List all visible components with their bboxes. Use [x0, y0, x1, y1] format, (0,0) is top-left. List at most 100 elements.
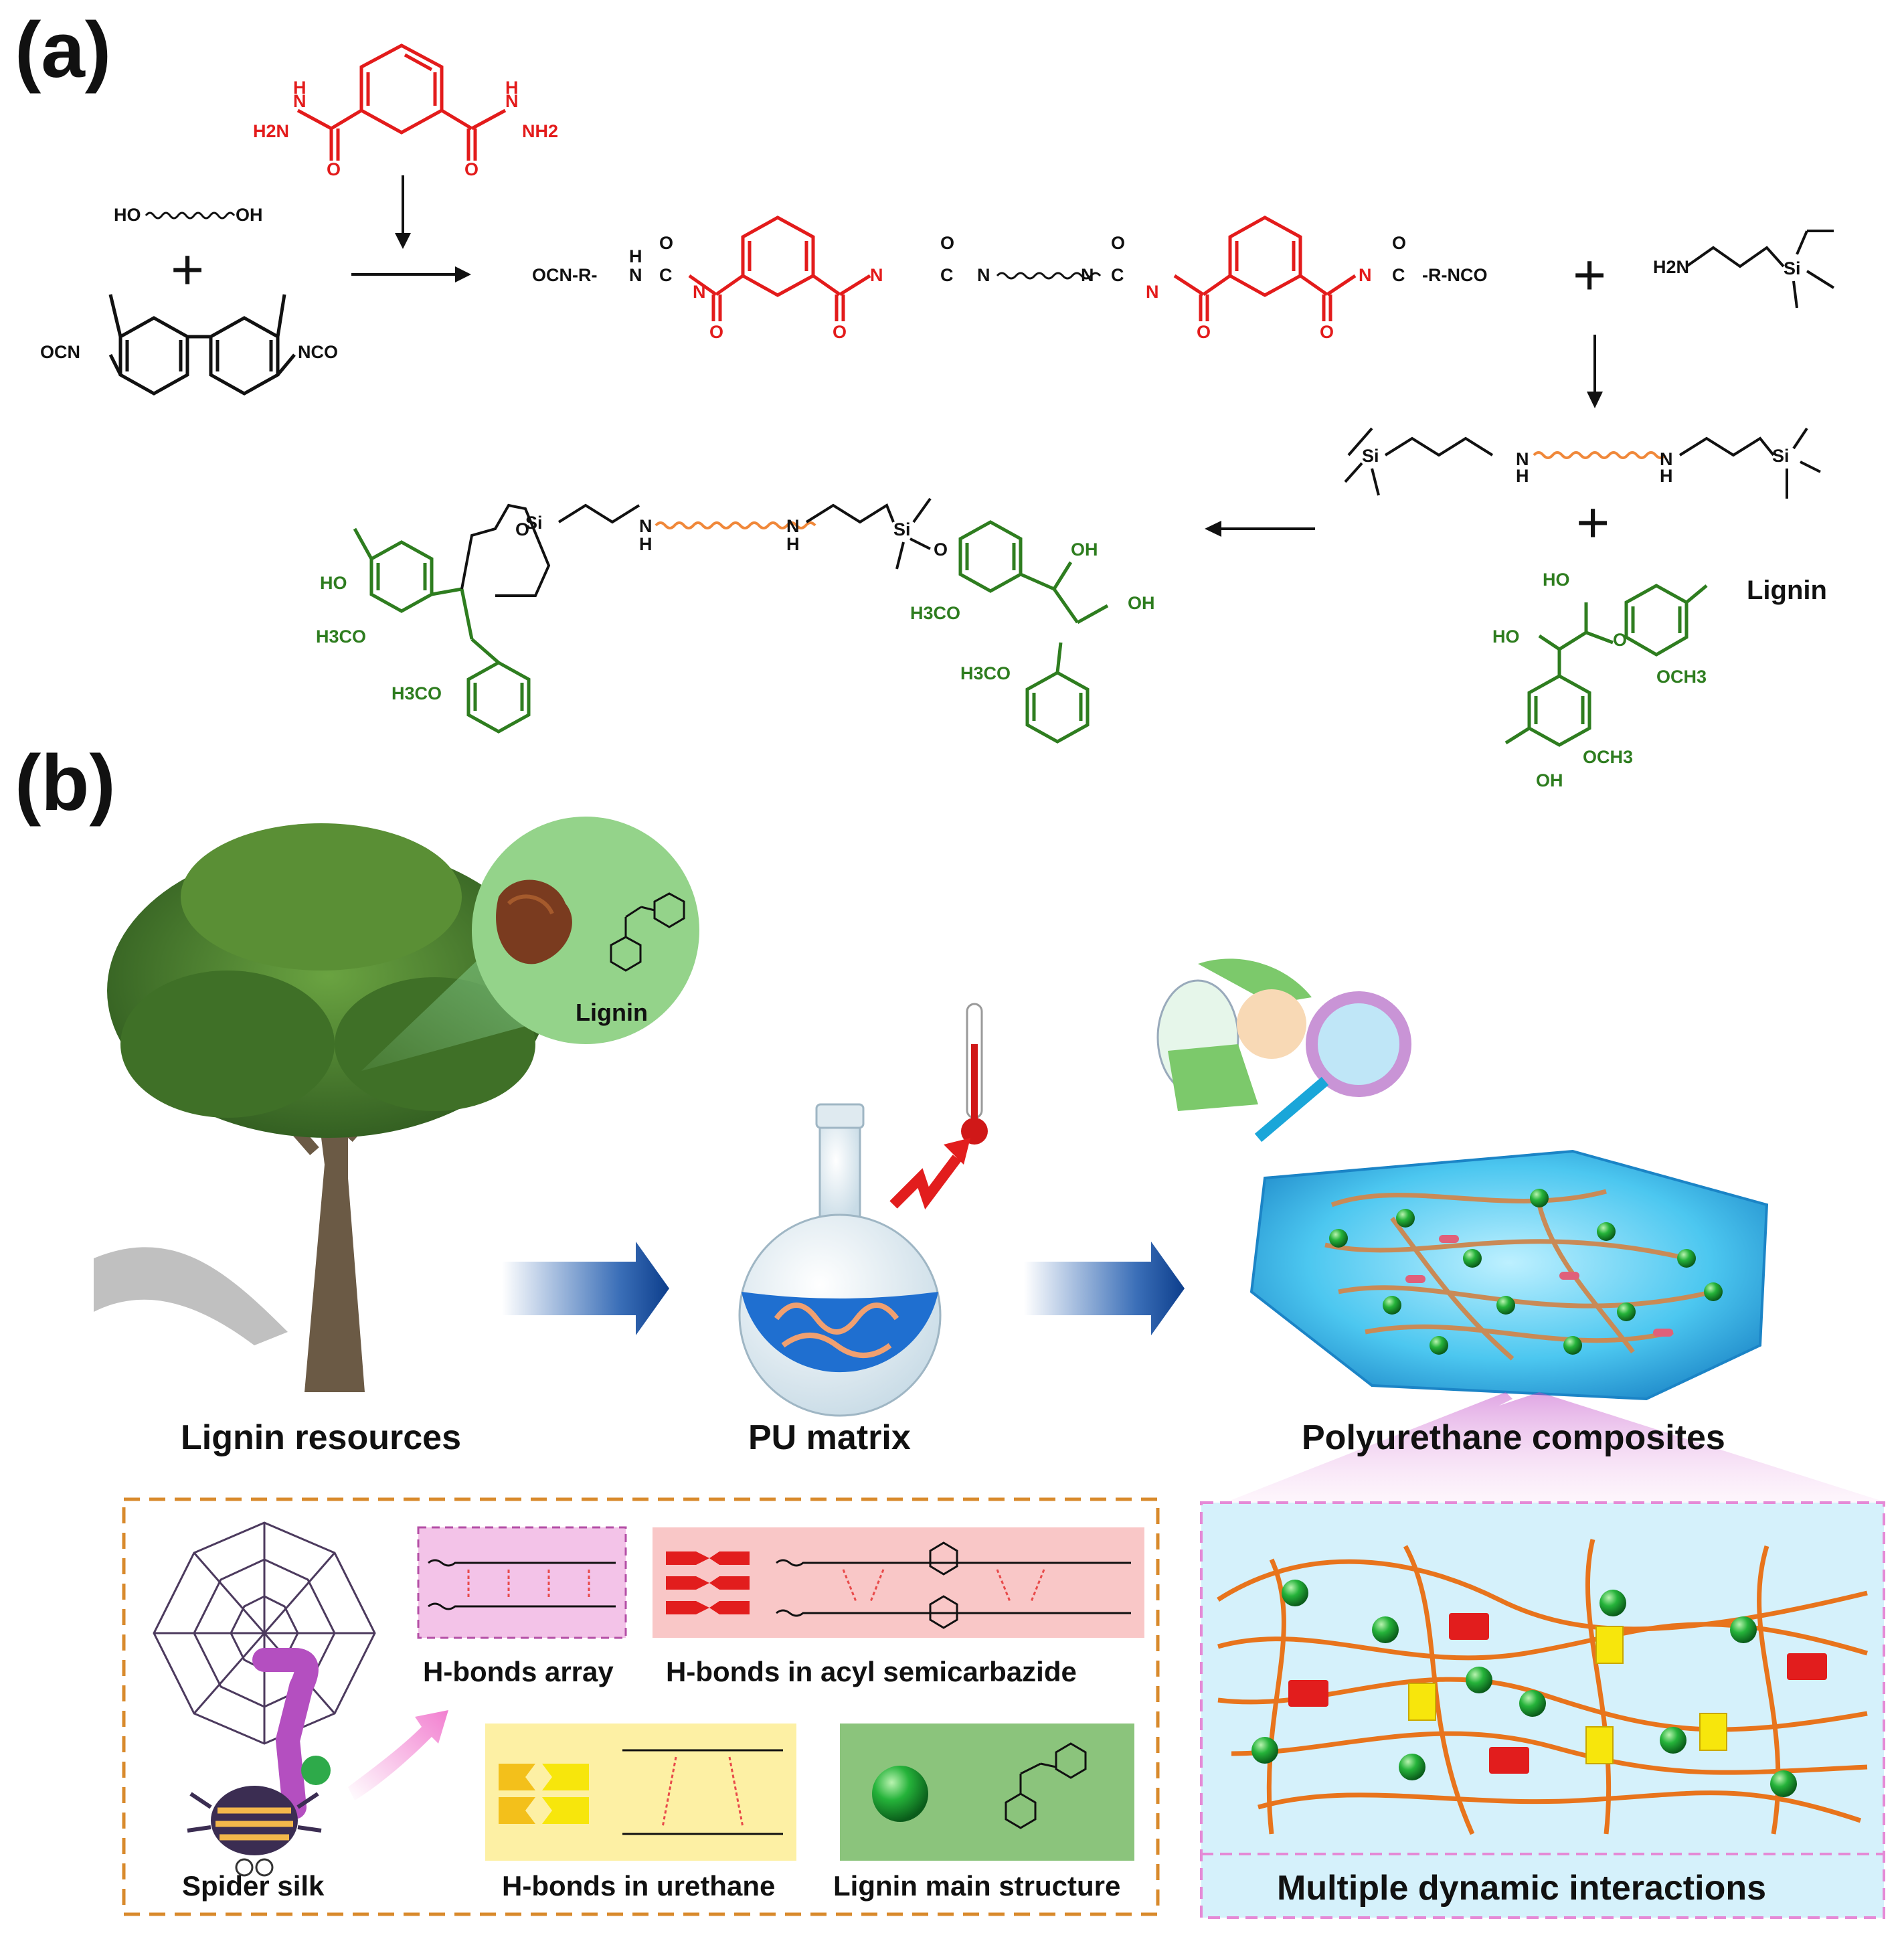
prod-nh-2: N	[786, 516, 800, 536]
chain-start: OCN-R-	[532, 265, 597, 285]
panel-a-label: (a)	[15, 6, 111, 94]
plus-1: +	[171, 238, 204, 302]
aminopropyl-silane: H2N Si	[1653, 230, 1835, 309]
lig-a-och3: OCH3	[1656, 667, 1707, 687]
spider-icon	[187, 1786, 322, 1877]
lignin-inset: Lignin	[472, 817, 699, 1044]
prod-h3co-3: H3CO	[910, 603, 960, 623]
down-arrow-2-head	[1587, 392, 1603, 408]
si-right: Si	[1772, 446, 1790, 466]
diisocyanate-rings	[108, 294, 296, 396]
process-arrow-1	[502, 1242, 669, 1335]
hbonds-urethane-box	[485, 1724, 796, 1861]
crosslinked-product: O Si N H N H Si O HO H3CO H3CO H3CO OH O…	[316, 497, 1155, 744]
lig-a-ho1: HO	[1543, 570, 1570, 590]
silk-bead	[301, 1756, 331, 1785]
prod-h3co-4: H3CO	[960, 663, 1011, 683]
lignin-inset-label: Lignin	[576, 999, 648, 1026]
chain-end: -R-NCO	[1422, 265, 1487, 285]
stage-caption-3: Polyurethane composites	[1302, 1418, 1725, 1457]
plus-2: +	[1573, 243, 1606, 307]
nh2-right: NH2	[522, 121, 558, 141]
panel-b-label: (b)	[15, 739, 116, 827]
nh-left: N	[1516, 449, 1529, 469]
multiple-interactions-caption: Multiple dynamic interactions	[1277, 1869, 1766, 1908]
chain-c1: C	[659, 265, 673, 285]
ocn-left: OCN	[40, 342, 80, 362]
pink-curve-arrow	[348, 1710, 448, 1800]
chain-c2: C	[940, 265, 954, 285]
lig-a-och3-2: OCH3	[1583, 747, 1633, 767]
chain-o4: O	[1392, 233, 1406, 253]
chain-o2: O	[940, 233, 954, 253]
lig-a-ho2: HO	[1492, 626, 1520, 647]
chain-n3: N	[1081, 265, 1094, 285]
chain-nh-b: N	[870, 265, 883, 285]
o-left: O	[327, 159, 341, 179]
lignin-main-caption: Lignin main structure	[833, 1870, 1120, 1902]
chain-nh-d: N	[1359, 265, 1372, 285]
prod-oh-1: OH	[1071, 539, 1098, 560]
isophthalic-dihydrazide	[296, 44, 507, 161]
o-right: O	[464, 159, 479, 179]
isophthalic-dihydrazide-atoms: H2N N H O O N H NH2	[253, 78, 558, 179]
chain-n2: N	[977, 265, 990, 285]
chain-red-atoms-1: N O O N	[693, 265, 883, 342]
chain-soft-segment	[996, 272, 1102, 280]
prod-h3co-1: H3CO	[316, 626, 366, 647]
chain-nh-a: N	[693, 282, 706, 302]
nh-left-h: H	[1516, 466, 1529, 486]
prepolymer-chain: OCN-R- N H C O N O O N C O N N C O	[532, 216, 1487, 342]
chain-o3: O	[1111, 233, 1125, 253]
lignin-structure-a	[1504, 584, 1708, 747]
chain-o-c: O	[1197, 322, 1211, 342]
chain-o-b: O	[833, 322, 847, 342]
chain-o-a: O	[709, 322, 723, 342]
lig-a-o: O	[1613, 630, 1627, 650]
heat-arrow	[889, 1155, 962, 1210]
thermometer-icon	[961, 1003, 988, 1145]
dynamic-network-box	[1200, 1501, 1885, 1919]
prod-nh-1: N	[639, 516, 653, 536]
composite-block	[1249, 1149, 1769, 1401]
nh-h1: H	[293, 78, 307, 98]
hbonds-array-caption: H-bonds array	[423, 1656, 614, 1687]
left-arrow-1-head	[1205, 521, 1221, 537]
hbonds-acyl-box	[653, 1527, 1144, 1638]
plus-3: +	[1576, 491, 1610, 555]
flask-illustration	[738, 1103, 942, 1417]
prod-o-top: O	[515, 519, 529, 539]
chain-n1: N	[629, 265, 642, 285]
prod-nh-1h: H	[639, 534, 653, 554]
lignin-structure-a-atoms: HO HO O OCH3 OCH3 OH	[1492, 570, 1707, 790]
prod-si-right: Si	[893, 519, 911, 539]
spider-silk-strand	[252, 1648, 319, 1819]
chain-red-ring-2	[1173, 216, 1357, 321]
silane-capped-prepolymer: Si N H N H Si	[1344, 427, 1821, 499]
chain-red-ring-1	[688, 216, 871, 321]
interactions-box	[122, 1497, 1160, 1916]
prod-nh-2h: H	[786, 534, 800, 554]
prod-oh-2: OH	[1128, 593, 1155, 613]
stage-caption-1: Lignin resources	[181, 1418, 461, 1457]
silane-h2n: H2N	[1653, 257, 1689, 277]
stage-caption-2: PU matrix	[748, 1418, 911, 1457]
lig-a-oh: OH	[1536, 770, 1563, 790]
hbonds-urethane-caption: H-bonds in urethane	[502, 1870, 775, 1902]
process-arrow-2	[1024, 1242, 1185, 1335]
spider-silk-caption: Spider silk	[182, 1870, 325, 1902]
chain-o-d: O	[1320, 322, 1334, 342]
si-left: Si	[1362, 446, 1379, 466]
prod-ho: HO	[320, 573, 347, 593]
nh-h2: H	[505, 78, 519, 98]
nh-n2: N	[505, 91, 519, 111]
diol-chain	[145, 212, 236, 220]
chain-c3: C	[1111, 265, 1124, 285]
heat-arrow-head	[944, 1138, 970, 1165]
prod-h3co-2: H3CO	[392, 683, 442, 703]
silane-si: Si	[1784, 258, 1801, 278]
chain-red-atoms-2: N O O N	[1146, 265, 1372, 342]
nh-n1: N	[293, 91, 307, 111]
lignin-label-a: Lignin	[1747, 576, 1827, 605]
